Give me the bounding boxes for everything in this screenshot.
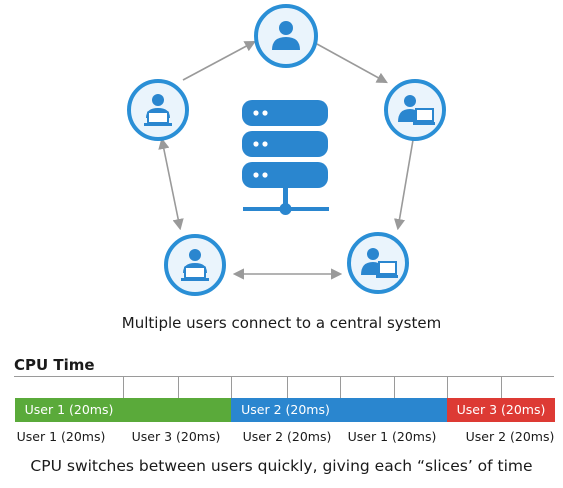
user-node-left <box>127 79 189 141</box>
cpu-time-title: CPU Time <box>14 356 95 374</box>
user-node-bottom-left <box>164 234 226 296</box>
timeline-tick <box>394 376 395 398</box>
time-slice-blue <box>340 398 447 422</box>
slice-label: User 1 (20ms) <box>347 429 437 444</box>
timeline-tick <box>287 376 288 398</box>
timeline-tick <box>231 376 232 398</box>
timeline-tick <box>340 376 341 398</box>
user-node-top <box>254 4 318 68</box>
arrow-right-to-bottom-right <box>393 139 414 231</box>
timeline-tick <box>178 376 179 398</box>
time-slice-user3: User 3 (20ms) <box>447 398 555 422</box>
arrow-left-bottom-link <box>158 137 184 231</box>
timeline-tick <box>123 376 124 398</box>
arrow-top-to-right <box>316 43 388 84</box>
timeline-tick <box>501 376 502 398</box>
user-node-bottom-right <box>347 232 409 294</box>
slice-label: User 2 (20ms) <box>465 429 555 444</box>
time-slice-user1: User 1 (20ms) <box>15 398 123 422</box>
time-slice-user2: User 2 (20ms) <box>231 398 340 422</box>
arrow-left-to-top <box>182 40 256 81</box>
slice-label: User 2 (20ms) <box>242 429 332 444</box>
timeline-axis <box>14 376 554 377</box>
time-slice-green <box>123 398 231 422</box>
user-node-right <box>384 79 446 141</box>
slice-label: User 3 (20ms) <box>131 429 221 444</box>
diagram-caption: Multiple users connect to a central syst… <box>121 314 442 332</box>
timeline-tick <box>447 376 448 398</box>
server-icon <box>242 100 329 215</box>
footer-caption: CPU switches between users quickly, givi… <box>30 457 533 475</box>
network-diagram <box>127 4 446 296</box>
slice-label: User 1 (20ms) <box>16 429 106 444</box>
